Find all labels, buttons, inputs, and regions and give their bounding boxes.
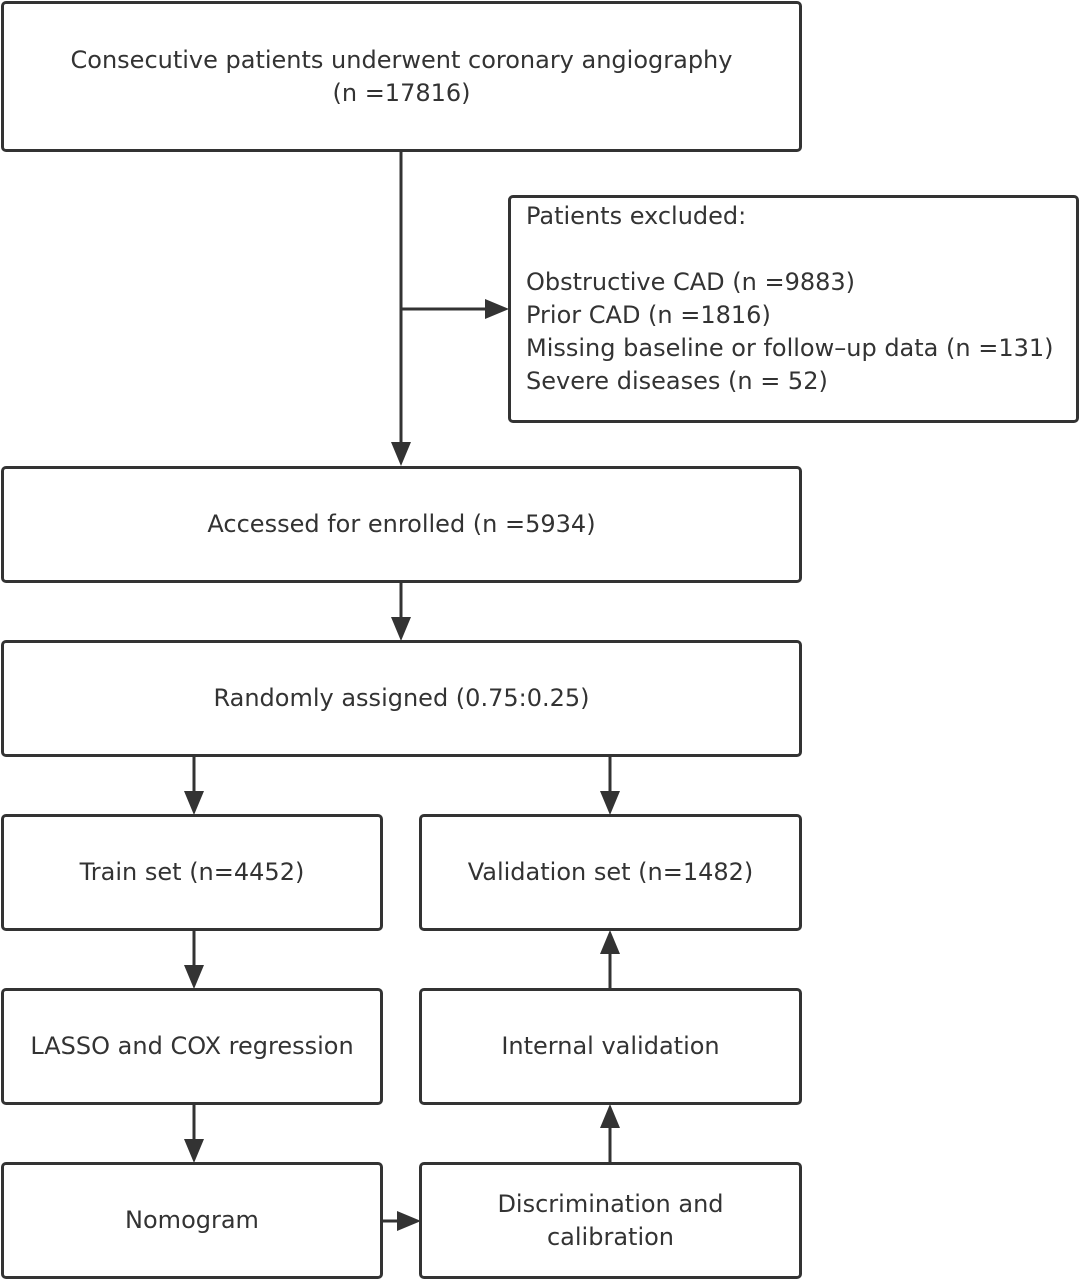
arrowhead-discrimination (397, 1211, 421, 1231)
validation-set-label: Validation set (n=1482) (467, 858, 754, 886)
excluded-item-obstructive-cad: Obstructive CAD (n =9883) (526, 268, 856, 296)
train-set-label: Train set (n=4452) (79, 858, 305, 886)
enrolled-label: Accessed for enrolled (n =5934) (207, 510, 596, 538)
arrowhead-train (184, 791, 204, 815)
internal-validation-label: Internal validation (501, 1032, 720, 1060)
excluded-item-prior-cad: Prior CAD (n =1816) (526, 301, 771, 329)
lasso-cox-label: LASSO and COX regression (30, 1032, 354, 1060)
excluded-item-missing-data: Missing baseline or follow–up data (n =1… (526, 334, 1054, 362)
consecutive-patients-box: Consecutive patients underwent coronary … (1, 1, 802, 152)
calibration-label: calibration (546, 1222, 675, 1251)
train-set-box: Train set (n=4452) (1, 814, 383, 931)
nomogram-label: Nomogram (125, 1206, 259, 1234)
arrowhead-random (391, 617, 411, 641)
internal-validation-box: Internal validation (419, 988, 802, 1105)
patients-excluded-box: Patients excluded: Obstructive CAD (n =9… (508, 195, 1079, 423)
enrolled-box: Accessed for enrolled (n =5934) (1, 466, 802, 583)
arrowhead-nomogram (184, 1139, 204, 1163)
lasso-cox-box: LASSO and COX regression (1, 988, 383, 1105)
arrowhead-excluded (485, 299, 509, 319)
randomly-assigned-label: Randomly assigned (0.75:0.25) (213, 684, 590, 712)
excluded-item-severe-diseases: Severe diseases (n = 52) (526, 367, 828, 395)
excluded-title: Patients excluded: (526, 202, 747, 230)
arrowhead-lasso (184, 965, 204, 989)
nomogram-box: Nomogram (1, 1162, 383, 1279)
arrowhead-internal (600, 1104, 620, 1128)
randomly-assigned-box: Randomly assigned (0.75:0.25) (1, 640, 802, 757)
discrimination-label: Discrimination and (497, 1189, 724, 1218)
consecutive-patients-count: (n =17816) (332, 78, 471, 107)
arrowhead-enrolled (391, 442, 411, 466)
arrowhead-validation (600, 791, 620, 815)
validation-set-box: Validation set (n=1482) (419, 814, 802, 931)
discrimination-calibration-box: Discrimination and calibration (419, 1162, 802, 1279)
arrowhead-validation-up (600, 930, 620, 954)
consecutive-patients-label: Consecutive patients underwent coronary … (70, 45, 733, 74)
